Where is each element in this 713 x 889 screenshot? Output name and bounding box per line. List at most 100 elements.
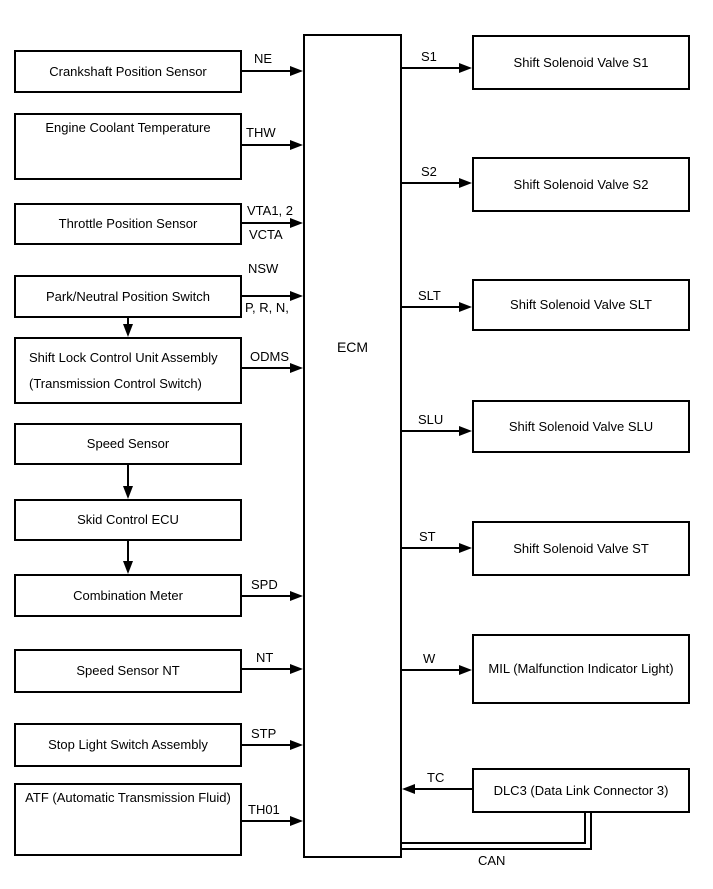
input-label-line1: Shift Lock Control Unit Assembly	[29, 350, 218, 365]
signal-label-slt: SLT	[418, 288, 441, 303]
signal-label-vcta: VCTA	[249, 227, 283, 242]
signal-label-st: ST	[419, 529, 436, 544]
signal-label-th01: TH01	[248, 802, 280, 817]
vta-arrowhead-icon	[290, 218, 303, 228]
tc-line	[414, 788, 472, 790]
input-label: Speed Sensor	[86, 436, 170, 451]
signal-label-thw: THW	[246, 125, 276, 140]
input-label-line2: (Transmission Control Switch)	[29, 376, 202, 391]
can-bus-vertical-line-2	[590, 813, 592, 850]
odms-arrowhead-icon	[290, 363, 303, 373]
input-label: Throttle Position Sensor	[58, 216, 198, 231]
s2-line	[402, 182, 460, 184]
skid-to-meter-line	[127, 541, 129, 562]
output-box-solenoid-s1: Shift Solenoid Valve S1	[472, 35, 690, 90]
park-to-shiftlock-line	[127, 318, 129, 326]
signal-label-tc: TC	[427, 770, 445, 785]
th01-arrowhead-icon	[290, 816, 303, 826]
output-label: DLC3 (Data Link Connector 3)	[493, 782, 669, 798]
input-box-shift-lock-control-unit: Shift Lock Control Unit Assembly (Transm…	[14, 337, 242, 404]
input-box-throttle-position-sensor: Throttle Position Sensor	[14, 203, 242, 245]
s2-arrowhead-icon	[459, 178, 472, 188]
input-box-speed-sensor: Speed Sensor	[14, 423, 242, 465]
input-box-speed-sensor-nt: Speed Sensor NT	[14, 649, 242, 693]
output-label: Shift Solenoid Valve SLU	[508, 418, 654, 434]
output-label: Shift Solenoid Valve S2	[513, 176, 649, 192]
signal-label-spd: SPD	[251, 577, 278, 592]
can-bus-vertical-line-1	[584, 813, 586, 844]
nsw-line	[242, 295, 291, 297]
ne-line	[242, 70, 291, 72]
w-line	[402, 669, 460, 671]
can-bus-horizontal-line-1	[402, 842, 586, 844]
thw-line	[242, 144, 291, 146]
input-box-park-neutral-position-switch: Park/Neutral Position Switch	[14, 275, 242, 318]
input-label: Park/Neutral Position Switch	[45, 288, 210, 304]
signal-label-stp: STP	[251, 726, 277, 741]
input-label: Engine Coolant Temperature	[45, 120, 211, 135]
output-label: MIL (Malfunction Indicator Light)	[488, 661, 674, 676]
signal-label-ne: NE	[254, 51, 273, 66]
ecm-label: ECM	[336, 339, 369, 355]
nt-arrowhead-icon	[290, 664, 303, 674]
input-label: Combination Meter	[73, 587, 183, 603]
slt-line	[402, 306, 460, 308]
slt-arrowhead-icon	[459, 302, 472, 312]
thw-arrowhead-icon	[290, 140, 303, 150]
signal-label-nt: NT	[256, 650, 274, 665]
skid-to-meter-arrowhead-icon	[123, 561, 133, 574]
ecm-box: ECM	[303, 34, 402, 858]
th01-line	[242, 820, 291, 822]
output-box-solenoid-slu: Shift Solenoid Valve SLU	[472, 400, 690, 453]
w-arrowhead-icon	[459, 665, 472, 675]
input-box-engine-coolant-temperature: Engine Coolant Temperature	[14, 113, 242, 180]
signal-label-s2: S2	[421, 164, 437, 179]
output-box-solenoid-s2: Shift Solenoid Valve S2	[472, 157, 690, 212]
stp-arrowhead-icon	[290, 740, 303, 750]
slu-arrowhead-icon	[459, 426, 472, 436]
signal-label-slu: SLU	[418, 412, 444, 427]
output-label: Shift Solenoid Valve ST	[513, 540, 649, 556]
input-label: Skid Control ECU	[77, 512, 179, 527]
s1-arrowhead-icon	[459, 63, 472, 73]
nt-line	[242, 668, 291, 670]
s1-line	[402, 67, 460, 69]
input-box-stop-light-switch: Stop Light Switch Assembly	[14, 723, 242, 767]
odms-line	[242, 367, 291, 369]
input-box-combination-meter: Combination Meter	[14, 574, 242, 617]
st-arrowhead-icon	[459, 543, 472, 553]
tc-arrowhead-icon	[402, 784, 415, 794]
output-label: Shift Solenoid Valve S1	[513, 54, 649, 70]
signal-label-vta: VTA1, 2	[247, 203, 294, 218]
can-bus-label: CAN	[478, 853, 506, 868]
slu-line	[402, 430, 460, 432]
st-line	[402, 547, 460, 549]
speed-to-skid-line	[127, 465, 129, 487]
signal-label-w: W	[423, 651, 436, 666]
input-box-atf-sensor: ATF (Automatic Transmission Fluid)	[14, 783, 242, 856]
signal-label-nsw: NSW	[248, 261, 279, 276]
output-label: Shift Solenoid Valve SLT	[510, 297, 652, 312]
input-label: ATF (Automatic Transmission Fluid)	[25, 790, 231, 805]
input-label: Crankshaft Position Sensor	[49, 63, 207, 79]
park-to-shiftlock-arrowhead-icon	[123, 324, 133, 337]
output-box-dlc3: DLC3 (Data Link Connector 3)	[472, 768, 690, 813]
spd-line	[242, 595, 291, 597]
can-bus-horizontal-line-2	[402, 848, 592, 850]
input-box-skid-control-ecu: Skid Control ECU	[14, 499, 242, 541]
spd-arrowhead-icon	[290, 591, 303, 601]
output-box-solenoid-slt: Shift Solenoid Valve SLT	[472, 279, 690, 331]
input-label: Speed Sensor NT	[76, 663, 180, 678]
output-box-mil: MIL (Malfunction Indicator Light)	[472, 634, 690, 704]
signal-label-odms: ODMS	[250, 349, 289, 364]
signal-label-prn: P, R, N,	[245, 300, 289, 315]
input-box-crankshaft-position-sensor: Crankshaft Position Sensor	[14, 50, 242, 93]
ne-arrowhead-icon	[290, 66, 303, 76]
signal-label-s1: S1	[421, 49, 437, 64]
output-box-solenoid-st: Shift Solenoid Valve ST	[472, 521, 690, 576]
stp-line	[242, 744, 291, 746]
vta-line	[242, 222, 291, 224]
speed-to-skid-arrowhead-icon	[123, 486, 133, 499]
input-label: Stop Light Switch Assembly	[48, 737, 208, 752]
